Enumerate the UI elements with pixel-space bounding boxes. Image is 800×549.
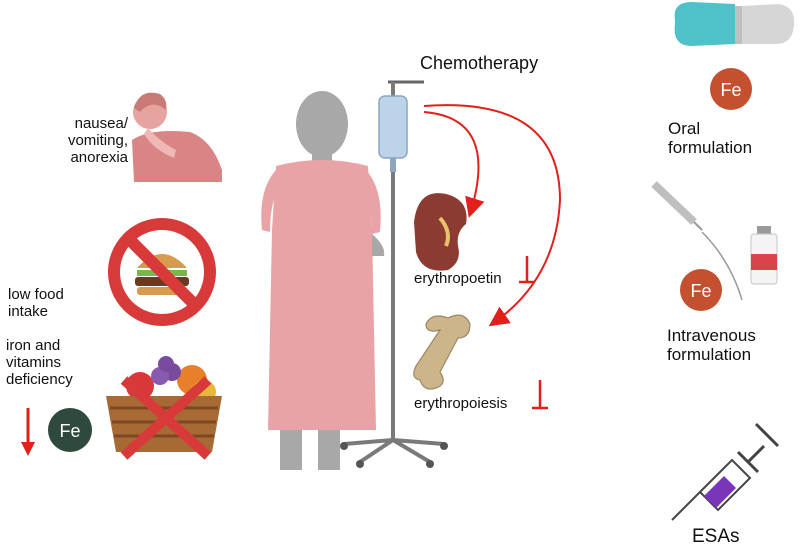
decrease-arrow-icon [21, 408, 35, 456]
low-food-intake-label: low food intake [8, 286, 64, 320]
no-food-sign-icon [108, 218, 216, 326]
arrow-to-kidney [423, 111, 485, 218]
nausea-person-icon [132, 92, 222, 182]
esas-label: ESAs [692, 526, 740, 547]
oral-capsule-icon [674, 2, 795, 46]
arrow-to-bone [423, 104, 562, 327]
fe-label: Fe [690, 281, 711, 301]
inhibition-marker-erythropoetin [519, 256, 535, 284]
inhibition-marker-erythropoiesis [532, 380, 548, 410]
erythropoiesis-label: erythropoiesis [414, 395, 508, 412]
kidney-icon [414, 193, 467, 271]
fe-label: Fe [720, 80, 741, 100]
fruit-basket-icon [106, 356, 222, 460]
esa-syringe-icon [671, 422, 780, 521]
iv-stand-icon [340, 80, 448, 468]
iv-syringe-icon [651, 181, 743, 301]
oral-formulation-label: Oral formulation [668, 119, 753, 158]
fe-label: Fe [59, 421, 80, 441]
nausea-label: nausea/ vomiting, anorexia [67, 115, 128, 166]
patient-figure [261, 91, 385, 470]
iron-deficiency-label: iron and vitamins deficiency [6, 337, 73, 388]
iron-iv-circle: Fe [680, 269, 722, 311]
vial-icon [750, 226, 778, 285]
chemotherapy-label: Chemotherapy [420, 53, 539, 73]
bone-icon [413, 314, 471, 390]
iron-dark-circle: Fe [48, 408, 92, 452]
intravenous-formulation-label: Intravenous formulation [667, 326, 756, 365]
erythropoetin-label: erythropoetin [414, 270, 502, 287]
iron-oral-circle: Fe [710, 68, 752, 110]
